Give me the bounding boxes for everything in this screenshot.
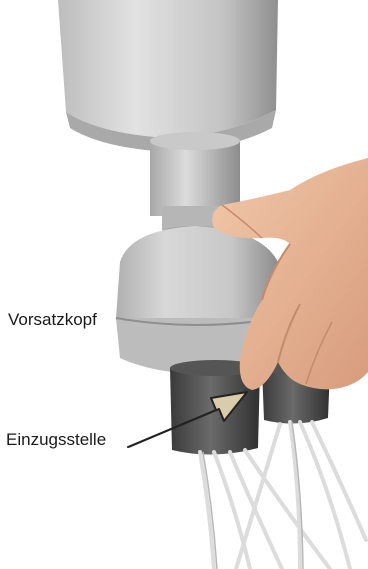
- pinch-point-label: Einzugsstelle: [6, 430, 106, 450]
- attachment-head-label: Vorsatzkopf: [8, 310, 97, 330]
- motor-body: [58, 0, 278, 152]
